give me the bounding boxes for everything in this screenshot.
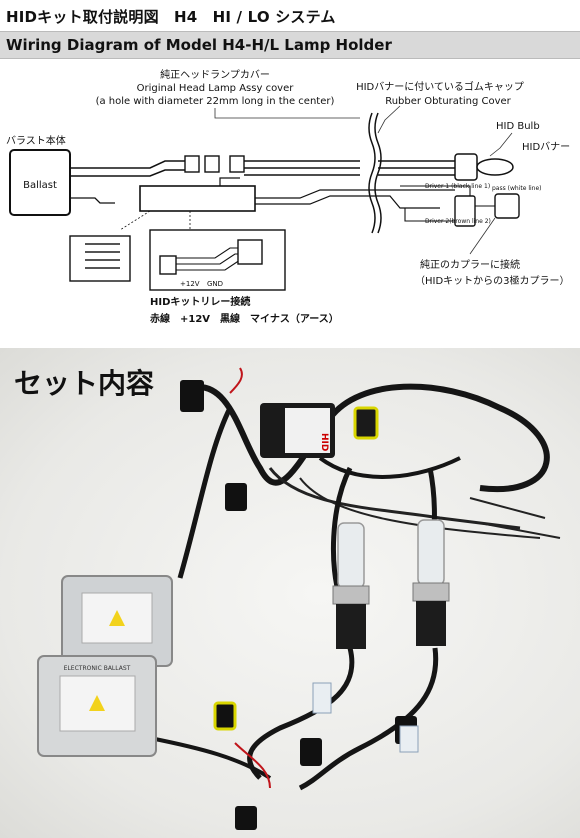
ballast-body-label: バラスト本体 xyxy=(6,134,66,147)
driver2-wire xyxy=(404,208,455,222)
cover-label-jp: 純正ヘッドランプカバー xyxy=(160,68,270,81)
connector-b xyxy=(204,155,220,173)
relay-title: HIDキットリレー接続 xyxy=(150,295,250,308)
cable-top xyxy=(189,383,550,493)
coupler-label-jp: 純正のカプラーに接続 xyxy=(420,258,520,271)
red-wire xyxy=(234,742,271,789)
rubber-label-en: Rubber Obturating Cover xyxy=(385,96,511,107)
relay-detail-left xyxy=(69,235,131,282)
coupler-leader xyxy=(469,217,496,255)
cable-bottom-right xyxy=(298,647,439,791)
cable-mid xyxy=(318,456,461,479)
cable-thin-a xyxy=(268,467,521,530)
kit-contents-photo: セット内容 HID xyxy=(0,348,580,838)
ballast-bottom: ELECTRONIC BALLAST xyxy=(37,655,157,757)
bulb-glass xyxy=(476,158,514,176)
ballast-box xyxy=(9,149,71,216)
rubber-label-jp: HIDバナーに付いているゴムキャップ xyxy=(356,80,524,93)
page-title: HIDキット取付説明図 H4 HI / LO システム xyxy=(6,8,336,26)
pass-label: pass (white line) xyxy=(492,185,541,192)
cover-label-en-detail: (a hole with diameter 22mm long in the c… xyxy=(96,96,335,107)
relay-detail-unit xyxy=(237,239,263,265)
relay-wire-c xyxy=(219,177,240,186)
cover-leader xyxy=(214,108,360,119)
cable-tie-a xyxy=(469,497,546,519)
cover-label-en: Original Head Lamp Assy cover xyxy=(137,83,295,94)
driver2-label: Driver 2(brown line 2) xyxy=(425,218,491,225)
relay-wire-a xyxy=(255,189,455,199)
driver1-wire xyxy=(400,185,471,198)
connector-yellow-ring xyxy=(353,406,379,440)
gnd-label: GND xyxy=(207,280,223,288)
harness-main xyxy=(244,160,360,176)
cable-ballast xyxy=(149,736,272,780)
bulb-base xyxy=(454,153,478,181)
driver1-label: Driver 1 (black line 1) xyxy=(425,183,490,190)
relay-mark: HID xyxy=(319,433,329,451)
relay-wire-b xyxy=(255,195,440,209)
cable-bottom-left xyxy=(247,647,355,780)
bulb-left xyxy=(332,522,370,649)
relay-label-sticker xyxy=(285,408,330,453)
tag-right xyxy=(399,725,419,753)
rubber-leader xyxy=(377,105,401,134)
relay-detail-plug xyxy=(159,255,177,275)
burner-label: HIDバナー xyxy=(522,141,570,153)
coupler-3pin xyxy=(494,193,520,219)
connector-top-left xyxy=(180,380,204,412)
bulb-label: HID Bulb xyxy=(496,121,540,132)
photo-title: セット内容 xyxy=(14,367,155,400)
relay-box xyxy=(139,185,256,212)
harness-ballast-a xyxy=(70,160,185,177)
ballast-label: Ballast xyxy=(23,180,57,191)
bulb-leader xyxy=(489,132,513,157)
cable-thin-b xyxy=(299,477,541,539)
harness-to-bulb xyxy=(378,160,455,176)
wiring-diagram: 純正ヘッドランプカバー Original Head Lamp Assy cove… xyxy=(0,58,580,348)
lamp-cover xyxy=(368,112,376,234)
ballast-label: ELECTRONIC BALLAST xyxy=(64,665,131,672)
page-subtitle: Wiring Diagram of Model H4-H/L Lamp Hold… xyxy=(6,36,392,54)
coupler-label-detail: （HIDキットからの3極カプラー） xyxy=(415,274,570,287)
connector-mid-left xyxy=(225,483,247,511)
cable-left xyxy=(177,406,233,579)
connector-bottom-a xyxy=(300,738,322,766)
bulb-right xyxy=(412,519,450,646)
connector-c xyxy=(229,155,245,173)
relay-detail-left-lines xyxy=(85,243,120,269)
lamp-cover-inner xyxy=(374,112,382,234)
ballast-top xyxy=(61,575,173,667)
connector-a xyxy=(184,155,200,173)
v12-label: +12V xyxy=(180,280,200,288)
red-wire-top xyxy=(229,367,243,394)
relay-detail-arrows xyxy=(119,210,191,231)
ballast-lower-wire xyxy=(70,197,115,204)
subtitle-bar: Wiring Diagram of Model H4-H/L Lamp Hold… xyxy=(0,31,580,59)
connector-bottom-c xyxy=(235,806,257,830)
driver-connector xyxy=(454,195,476,227)
connector-bottom-yellow xyxy=(213,701,237,731)
relay-desc: 赤線 +12V 黒線 マイナス（アース） xyxy=(150,312,339,325)
cable-tie-b xyxy=(479,522,561,539)
tag-left xyxy=(312,682,332,714)
